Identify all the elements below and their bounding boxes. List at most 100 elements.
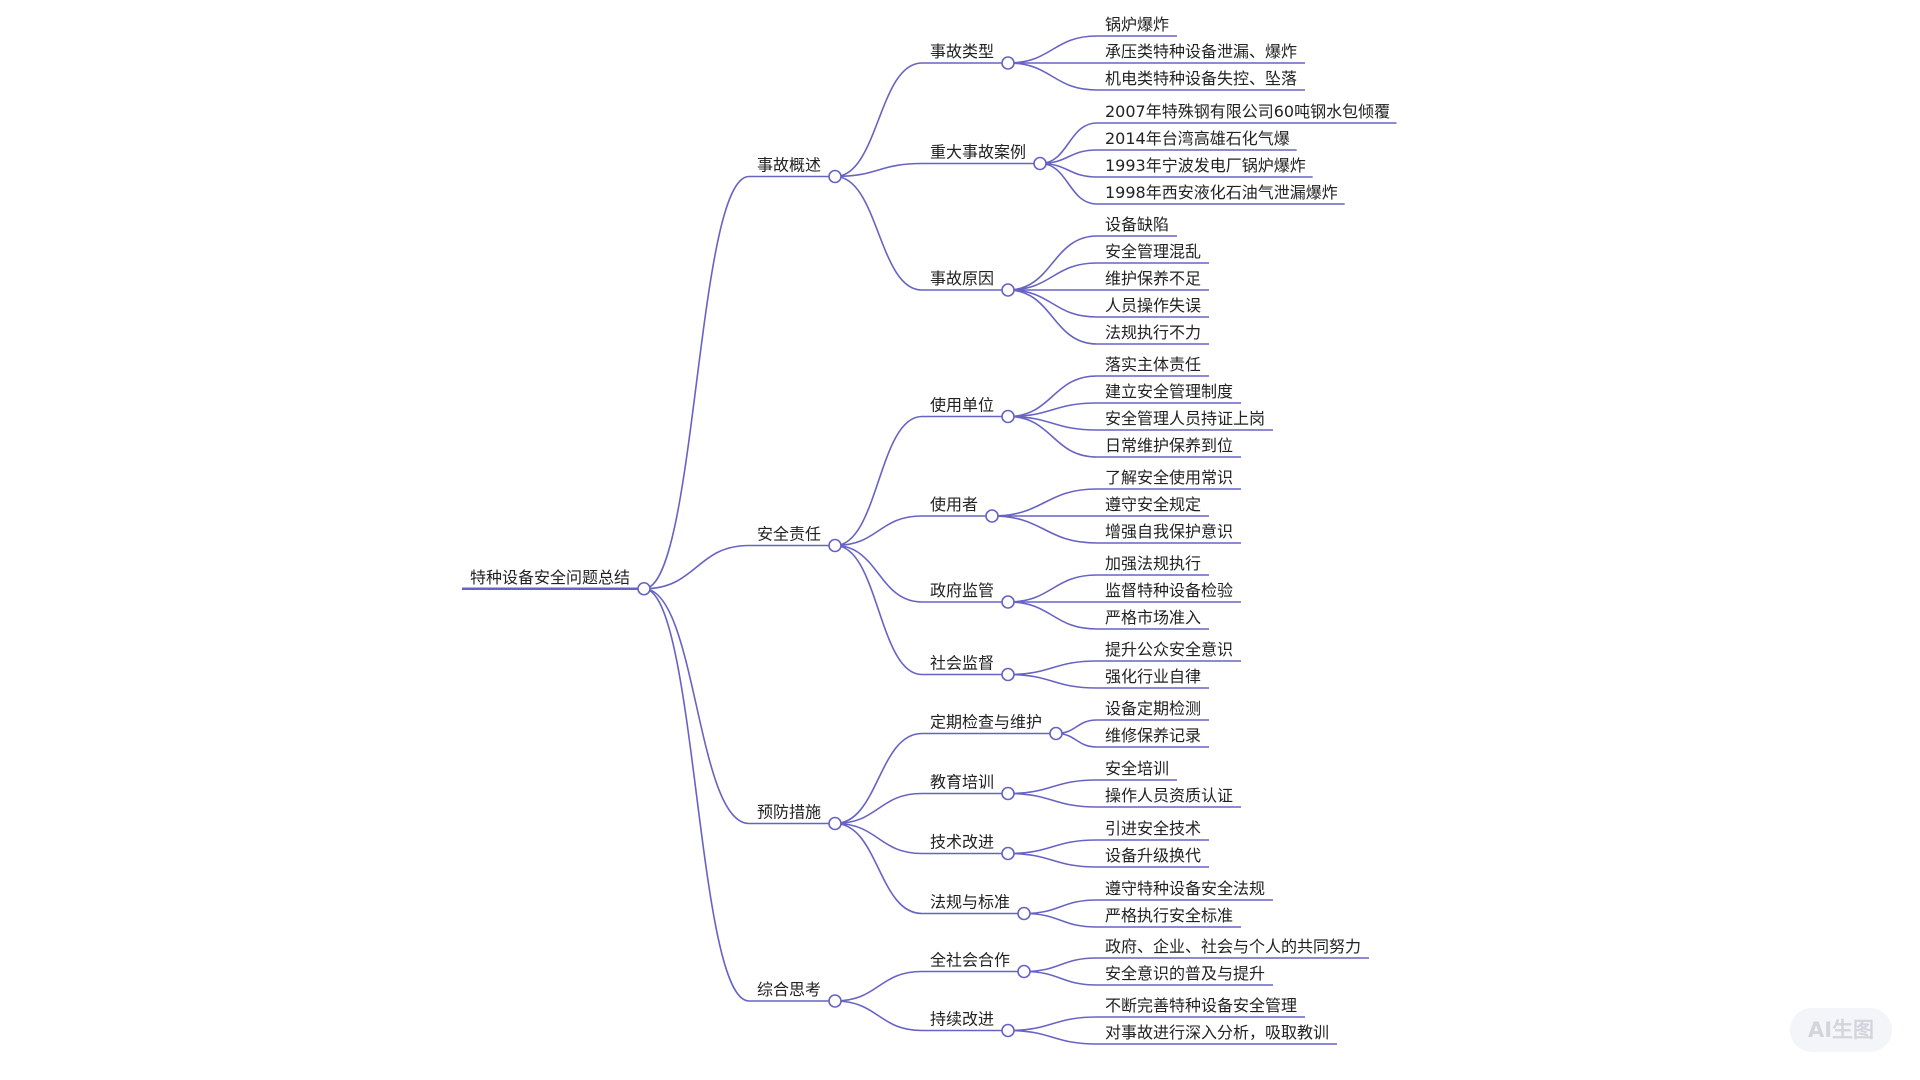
leaf-node[interactable]: 承压类特种设备泄漏、爆炸 xyxy=(1097,42,1305,64)
leaf-node[interactable]: 1998年西安液化石油气泄漏爆炸 xyxy=(1097,183,1345,205)
node-label: 维修保养记录 xyxy=(1105,726,1201,745)
leaf-node[interactable]: 严格执行安全标准 xyxy=(1097,906,1241,928)
connector-line xyxy=(834,175,923,291)
collapse-toggle[interactable] xyxy=(828,169,842,184)
branch-node[interactable]: 重大事故案例 xyxy=(922,143,1034,165)
node-label: 提升公众安全意识 xyxy=(1105,640,1233,659)
collapse-toggle[interactable] xyxy=(1001,1023,1015,1038)
leaf-node[interactable]: 维护保养不足 xyxy=(1097,269,1209,291)
leaf-node[interactable]: 监督特种设备检验 xyxy=(1097,581,1241,603)
node-label: 设备升级换代 xyxy=(1105,846,1201,865)
node-label: 1998年西安液化石油气泄漏爆炸 xyxy=(1105,183,1338,202)
leaf-node[interactable]: 政府、企业、社会与个人的共同努力 xyxy=(1097,937,1369,959)
leaf-node[interactable]: 强化行业自律 xyxy=(1097,667,1209,689)
collapse-toggle[interactable] xyxy=(1001,56,1015,70)
branch-node[interactable]: 法规与标准 xyxy=(922,893,1018,915)
leaf-node[interactable]: 提升公众安全意识 xyxy=(1097,640,1241,662)
leaf-node[interactable]: 安全管理人员持证上岗 xyxy=(1097,409,1273,431)
leaf-node[interactable]: 1993年宁波发电厂锅炉爆炸 xyxy=(1097,156,1313,178)
connector-line xyxy=(834,544,923,603)
node-label: 安全培训 xyxy=(1105,759,1169,778)
collapse-toggle[interactable] xyxy=(1001,595,1015,609)
branch-node[interactable]: 技术改进 xyxy=(922,833,1002,855)
collapse-toggle[interactable] xyxy=(1001,283,1015,297)
connector-line xyxy=(1007,574,1098,603)
collapse-toggle[interactable] xyxy=(637,581,651,596)
branch-node[interactable]: 定期检查与维护 xyxy=(922,713,1050,735)
branch-node[interactable]: 教育培训 xyxy=(922,773,1002,795)
leaf-node[interactable]: 安全管理混乱 xyxy=(1097,242,1209,264)
node-label: 加强法规执行 xyxy=(1105,554,1201,573)
connector-line xyxy=(1023,899,1098,915)
leaf-node[interactable]: 落实主体责任 xyxy=(1097,355,1209,377)
leaf-node[interactable]: 了解安全使用常识 xyxy=(1097,468,1241,490)
branch-node[interactable]: 持续改进 xyxy=(922,1010,1002,1032)
leaf-node[interactable]: 人员操作失误 xyxy=(1097,296,1209,318)
branch-node[interactable]: 事故原因 xyxy=(922,269,1002,291)
leaf-node[interactable]: 设备定期检测 xyxy=(1097,699,1209,721)
leaf-node[interactable]: 安全意识的普及与提升 xyxy=(1097,964,1273,986)
branch-node[interactable]: 全社会合作 xyxy=(922,951,1018,973)
leaf-node[interactable]: 日常维护保养到位 xyxy=(1097,436,1241,458)
leaf-node[interactable]: 遵守安全规定 xyxy=(1097,495,1209,517)
leaf-node[interactable]: 引进安全技术 xyxy=(1097,819,1209,841)
node-label: 重大事故案例 xyxy=(930,143,1026,162)
node-label: 机电类特种设备失控、坠落 xyxy=(1105,69,1297,88)
leaf-node[interactable]: 2014年台湾高雄石化气爆 xyxy=(1097,129,1297,151)
branch-node[interactable]: 安全责任 xyxy=(749,525,829,547)
leaf-node[interactable]: 遵守特种设备安全法规 xyxy=(1097,879,1273,901)
leaf-node[interactable]: 设备升级换代 xyxy=(1097,846,1209,868)
collapse-toggle[interactable] xyxy=(1001,846,1015,861)
collapse-toggle[interactable] xyxy=(1017,964,1031,979)
leaf-node[interactable]: 机电类特种设备失控、坠落 xyxy=(1097,69,1305,91)
leaf-node[interactable]: 对事故进行深入分析，吸取教训 xyxy=(1097,1023,1337,1045)
branch-node[interactable]: 事故类型 xyxy=(922,42,1002,64)
branch-node[interactable]: 政府监管 xyxy=(922,581,1002,603)
node-label: 全社会合作 xyxy=(930,951,1010,970)
connector-line xyxy=(1007,62,1098,91)
collapse-toggle[interactable] xyxy=(1017,906,1031,921)
node-label: 增强自我保护意识 xyxy=(1105,522,1233,541)
leaf-node[interactable]: 设备缺陷 xyxy=(1097,215,1177,237)
branch-node[interactable]: 综合思考 xyxy=(749,980,829,1002)
leaf-node[interactable]: 加强法规执行 xyxy=(1097,554,1209,576)
root-node[interactable]: 特种设备安全问题总结 xyxy=(462,568,638,590)
collapse-toggle[interactable] xyxy=(1049,726,1063,741)
leaf-node[interactable]: 严格市场准入 xyxy=(1097,608,1209,630)
leaf-node[interactable]: 建立安全管理制度 xyxy=(1097,382,1241,404)
connector-line xyxy=(834,792,923,825)
collapse-toggle[interactable] xyxy=(985,509,999,523)
branch-node[interactable]: 事故概述 xyxy=(749,156,829,178)
leaf-node[interactable]: 锅炉爆炸 xyxy=(1097,15,1177,37)
connector-line xyxy=(1007,375,1098,418)
leaf-node[interactable]: 操作人员资质认证 xyxy=(1097,786,1241,808)
collapse-toggle[interactable] xyxy=(1033,156,1047,171)
collapse-toggle[interactable] xyxy=(1001,667,1015,682)
collapse-toggle[interactable] xyxy=(1001,786,1015,801)
leaf-node[interactable]: 维修保养记录 xyxy=(1097,726,1209,748)
branch-node[interactable]: 使用者 xyxy=(922,495,986,517)
leaf-node[interactable]: 安全培训 xyxy=(1097,759,1177,781)
collapse-toggle[interactable] xyxy=(1001,409,1015,424)
connector-line xyxy=(1007,792,1098,808)
node-label: 安全管理混乱 xyxy=(1105,242,1201,261)
leaf-node[interactable]: 增强自我保护意识 xyxy=(1097,522,1241,544)
collapse-toggle[interactable] xyxy=(828,994,842,1008)
node-label: 建立安全管理制度 xyxy=(1105,382,1233,401)
connector-line xyxy=(1007,415,1098,458)
leaf-node[interactable]: 法规执行不力 xyxy=(1097,323,1209,345)
node-label: 了解安全使用常识 xyxy=(1105,468,1233,487)
node-label: 预防措施 xyxy=(757,803,821,822)
collapse-toggle[interactable] xyxy=(828,538,842,553)
collapse-toggle[interactable] xyxy=(828,816,842,831)
connector-line xyxy=(834,822,923,915)
branch-node[interactable]: 使用单位 xyxy=(922,396,1002,418)
leaf-node[interactable]: 不断完善特种设备安全管理 xyxy=(1097,996,1305,1018)
node-label: 事故原因 xyxy=(930,269,994,288)
node-label: 对事故进行深入分析，吸取教训 xyxy=(1105,1023,1329,1042)
branch-node[interactable]: 社会监督 xyxy=(922,654,1002,676)
branch-node[interactable]: 预防措施 xyxy=(749,803,829,825)
connector-line xyxy=(1007,601,1098,630)
connector-line xyxy=(834,732,923,825)
leaf-node[interactable]: 2007年特殊钢有限公司60吨钢水包倾覆 xyxy=(1097,102,1397,124)
